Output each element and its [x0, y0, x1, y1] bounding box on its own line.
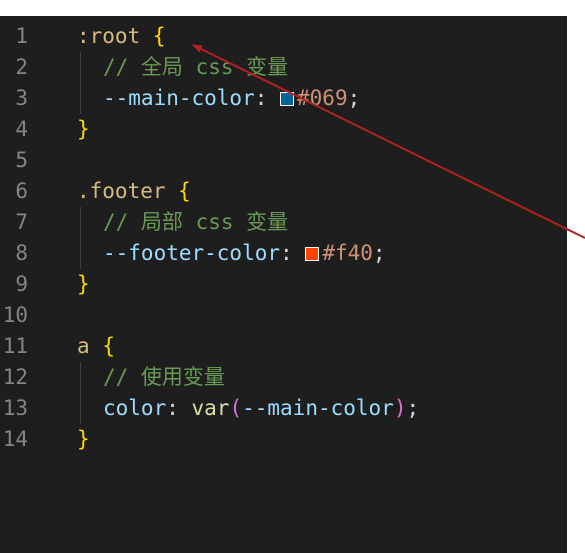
code-token: ) — [393, 396, 407, 420]
line-number: 11 — [2, 334, 28, 358]
code-line: 1 :root { — [0, 21, 567, 52]
code-text: --footer-color: #f40; — [103, 238, 386, 269]
code-line: 8 --footer-color: #f40; — [0, 238, 567, 269]
code-line: 5 — [0, 145, 567, 176]
code-token: // 使用变量 — [103, 365, 225, 389]
code-token: ; — [406, 396, 420, 420]
indent-guide — [80, 52, 81, 83]
line-number: 12 — [2, 365, 28, 389]
line-number: 10 — [2, 303, 28, 327]
indent-guide — [80, 362, 81, 393]
code-line: 2 // 全局 css 变量 — [0, 52, 567, 83]
code-line: 7 // 局部 css 变量 — [0, 207, 567, 238]
code-token — [90, 334, 103, 358]
indent-guide — [80, 83, 81, 114]
line-number: 4 — [15, 117, 28, 141]
color-swatch-icon[interactable] — [280, 92, 295, 106]
line-number: 1 — [15, 24, 28, 48]
code-token — [140, 24, 153, 48]
code-token: { — [102, 334, 115, 358]
code-text: } — [77, 424, 90, 455]
code-token — [166, 179, 179, 203]
code-line: 13 color: var(--main-color); — [0, 393, 567, 424]
code-token: #069 — [297, 86, 348, 110]
color-swatch-icon[interactable] — [305, 247, 320, 261]
code-token: color — [103, 396, 167, 420]
line-number: 13 — [2, 396, 28, 420]
code-token: --footer-color — [103, 241, 281, 265]
line-number: 3 — [15, 86, 28, 110]
code-token: } — [77, 272, 90, 296]
indent-guide — [80, 207, 81, 238]
code-token: } — [77, 427, 90, 451]
line-number: 9 — [15, 272, 28, 296]
code-text: :root { — [77, 21, 166, 52]
code-token: } — [77, 117, 90, 141]
code-line: 12 // 使用变量 — [0, 362, 567, 393]
line-number: 5 — [15, 148, 28, 172]
code-line: 4} — [0, 114, 567, 145]
code-token: ( — [229, 396, 243, 420]
code-line: 10 — [0, 300, 567, 331]
code-token: .footer — [77, 179, 166, 203]
line-number: 14 — [2, 427, 28, 451]
code-token: : — [254, 86, 281, 110]
line-number: 6 — [15, 179, 28, 203]
code-token: ; — [372, 241, 386, 265]
code-token: :root — [77, 24, 141, 48]
code-token: { — [178, 179, 191, 203]
line-number: 2 — [15, 55, 28, 79]
code-text: a { — [77, 331, 115, 362]
line-number: 8 — [15, 241, 28, 265]
line-number: 7 — [15, 210, 28, 234]
code-line: 11 a { — [0, 331, 567, 362]
code-text: } — [77, 269, 90, 300]
code-token: ; — [347, 86, 361, 110]
code-token: --main-color — [242, 396, 394, 420]
code-text: // 局部 css 变量 — [103, 207, 288, 238]
code-line: 14} — [0, 424, 567, 455]
code-text: --main-color: #069; — [103, 83, 360, 114]
code-token: : — [280, 241, 306, 265]
code-text: } — [77, 114, 90, 145]
code-text: // 全局 css 变量 — [103, 52, 288, 83]
code-line: 6 .footer { — [0, 176, 567, 207]
code-token: // 全局 css 变量 — [103, 55, 289, 79]
code-line: 9} — [0, 269, 567, 300]
code-token: : — [166, 396, 192, 420]
indent-guide — [80, 393, 81, 424]
code-text: color: var(--main-color); — [103, 393, 419, 424]
code-token: { — [152, 24, 166, 48]
code-token: var — [191, 396, 230, 420]
code-token: a — [77, 334, 90, 358]
code-token: #f40 — [322, 241, 373, 265]
code-text: .footer { — [77, 176, 191, 207]
code-text: // 使用变量 — [103, 362, 225, 393]
code-line: 3 --main-color: #069; — [0, 83, 567, 114]
code-token: --main-color — [103, 86, 255, 110]
code-token: // 局部 css 变量 — [103, 210, 289, 234]
indent-guide — [80, 238, 81, 269]
